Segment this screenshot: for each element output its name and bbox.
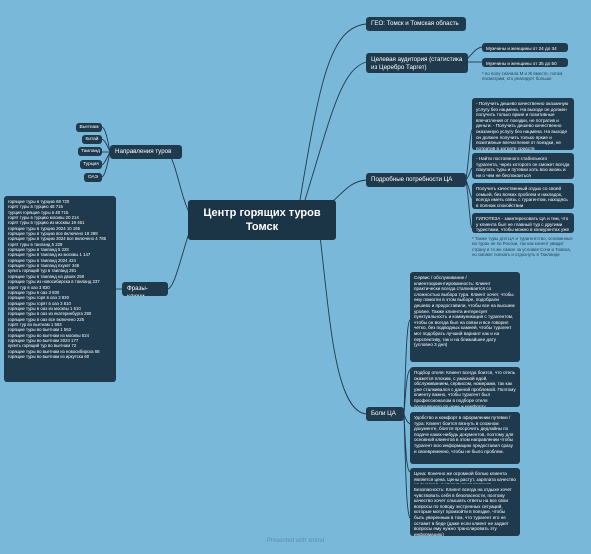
needs-item-family-rest[interactable]: Получить качественный отдых со своей сем… xyxy=(472,183,574,209)
link-needs-1 xyxy=(465,129,473,181)
central-topic-line-1: Центр горящих туров xyxy=(203,207,321,219)
keyword-item: горящие туры горя в оаэ 3 830 xyxy=(8,295,69,301)
audience-item-35-50[interactable]: Мужчины и женщины от 35 до 50 лет xyxy=(482,58,568,67)
link-audience xyxy=(304,61,367,201)
link-pains-2 xyxy=(403,369,411,415)
pain-service[interactable]: Сервис / обслуживание / клиентоориентиро… xyxy=(410,272,520,362)
link-pains-5 xyxy=(403,413,411,519)
direction-thailand[interactable]: Таиланд xyxy=(78,147,102,156)
keyword-item: горящие туры в оаэ 3 830 xyxy=(8,289,60,295)
link-keywords xyxy=(167,229,191,290)
keyword-item: горящие туры в турцию все включено 18 29… xyxy=(8,231,98,237)
link-directions xyxy=(165,151,191,215)
audience-note: * по полу сначала М и Ж вместе, потом по… xyxy=(482,71,563,82)
keyword-item: горящие туры в оаэ все включено 225 xyxy=(8,316,85,322)
audience-item-24-34[interactable]: Мужчины и женщины от 24 до 34 лет xyxy=(482,43,568,52)
keyword-item: горящие туры во вьетнам 2024 177 xyxy=(8,337,79,343)
keyword-item: купить горящий тур во вьетнам 72 xyxy=(8,343,77,349)
keyword-item: горят тур в оаэ 3 830 xyxy=(8,284,50,290)
needs-note: * Также туры для ЦА и турагентство, осно… xyxy=(472,236,573,258)
pain-safety[interactable]: Безопасность: Клиент всегда на отдыхе хо… xyxy=(410,484,520,536)
direction-turkey[interactable]: Турция xyxy=(80,160,102,169)
keyword-item: купить горящий тур в таиланд 291 xyxy=(8,268,77,274)
link-pains xyxy=(319,235,367,415)
link-geo xyxy=(299,23,367,201)
topic-needs[interactable]: Подробные потребности ЦА xyxy=(366,173,466,187)
keyword-item: горящие туры из новосибирска в таиланд 2… xyxy=(8,279,100,285)
keyword-item: горят туры в таиланд 5 228 xyxy=(8,241,63,247)
keyword-item: горящие туры в турцию 2024 все включено … xyxy=(8,236,107,242)
central-topic-line-2: Томск xyxy=(245,221,279,233)
link-audience-1 xyxy=(467,46,483,59)
keyword-item: горящие туры в таиланд 2024 424 xyxy=(8,257,76,263)
keyword-item: горят туры в турцию 48 715 xyxy=(8,204,63,210)
xmind-watermark: Presented with xmind xyxy=(266,538,325,544)
keyword-item: горящие туры в таиланд пхукет 346 xyxy=(8,263,80,269)
pain-convenience[interactable]: Удобство и комфорт в оформлении путевки … xyxy=(410,412,520,464)
keyword-item: горящие туры во вьетнам 1 563 xyxy=(8,327,72,333)
needs-item-hypothesis[interactable]: ГИПОТЕЗА - заинтересовать ЦА и тем, что … xyxy=(472,213,574,233)
keyword-item: горящие туры во вьетнам из москвы 524 xyxy=(8,332,89,338)
pain-hotel[interactable]: Подбор отеля: Клиент всегда боится, что … xyxy=(410,367,520,407)
keyword-item: горящие туры в таиланд из москвы 1 147 xyxy=(8,252,91,258)
link-dir-5 xyxy=(101,151,111,178)
topic-geo[interactable]: ГЕО: Томск и Томская область xyxy=(366,17,466,31)
keyword-item: горят тур во вьетнам 1 563 xyxy=(8,321,62,327)
keyword-item: горящие туры в турцию 2024 10 165 xyxy=(8,225,80,231)
keyword-item: горят туры в турцию из москвы 19 461 xyxy=(8,220,85,226)
keyword-item: горящие туры в оаэ из екатеринбурга 290 xyxy=(8,311,92,317)
keyword-item: горящие туры в таиланд на двоих 258 xyxy=(8,273,84,279)
keyword-item: горящие туры во вьетнам из иркутска 60 xyxy=(8,353,90,359)
direction-vietnam[interactable]: Вьетнам xyxy=(76,123,102,132)
needs-item-stable-agent[interactable]: - Найти постоянного стабильного турагент… xyxy=(472,153,574,179)
keyword-item: горящие туры во вьетнам из новосибирска … xyxy=(8,348,100,354)
keyword-item: горящие туры в турцию 68 720 xyxy=(8,199,70,204)
central-topic[interactable]: Центр горящих туров Томск xyxy=(188,200,336,240)
keyword-item: горящие туры в оаэ из москвы 1 510 xyxy=(8,305,81,311)
topic-audience[interactable]: Целевая аудитория (статистика из Церебро… xyxy=(366,53,468,73)
topic-keywords[interactable]: Фразы-ключи xyxy=(122,282,168,296)
link-needs-4 xyxy=(465,179,473,229)
topic-pains[interactable]: Боли ЦА xyxy=(366,407,404,421)
topic-directions[interactable]: Направления туров xyxy=(110,145,182,159)
link-dir-2 xyxy=(101,138,111,153)
link-dir-1 xyxy=(101,126,111,153)
keyword-item: горящие туры в таиланд 5 228 xyxy=(8,247,69,253)
keyword-item: горят туры в турцию москвы 20 214 xyxy=(8,215,79,221)
link-dir-4 xyxy=(101,151,111,166)
link-pains-1 xyxy=(403,319,411,415)
keyword-item: горящие туры горят в оаэ 3 810 xyxy=(8,300,71,306)
keyword-item: турция горящие туры в 48 715 xyxy=(8,209,69,215)
direction-china[interactable]: Китай xyxy=(82,135,102,144)
link-needs-3 xyxy=(465,179,473,199)
direction-uae[interactable]: ОАЭ xyxy=(84,173,102,182)
needs-item-cheap-quality[interactable]: - Получить дешево качественно оказанную … xyxy=(472,98,574,150)
link-needs-2 xyxy=(465,167,473,181)
